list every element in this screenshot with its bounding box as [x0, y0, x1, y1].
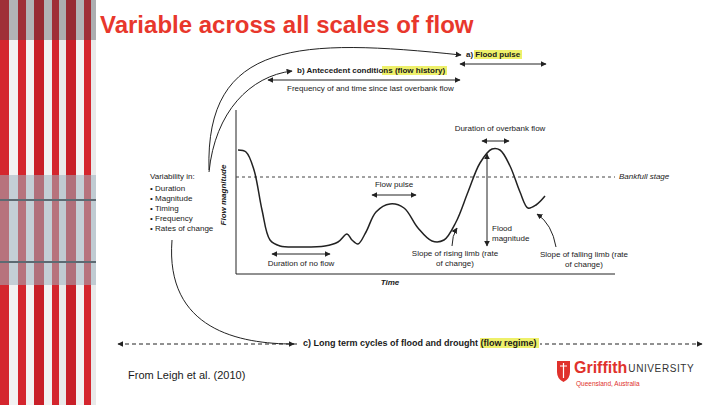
label-holder: • Rates of change	[150, 224, 213, 234]
note-label: Flood magnitude	[492, 224, 538, 243]
note-label: Frequency of and time since last overban…	[287, 84, 454, 94]
balcony-rail	[0, 261, 96, 263]
text-highlight	[480, 338, 539, 348]
extent-arrow	[272, 254, 330, 255]
label-holder: Time	[381, 278, 400, 288]
label-holder: Duration of no flow	[268, 259, 335, 269]
hydrograph	[238, 148, 545, 247]
bankfull-line	[236, 177, 615, 178]
list-item: • Duration	[150, 184, 185, 194]
label-holder: UNIVERSITY	[628, 363, 694, 375]
balcony-rail	[0, 199, 96, 201]
label-holder: Variability in:	[150, 172, 195, 182]
label-holder: a) Flood pulse	[466, 50, 520, 60]
extent-arrow	[460, 64, 546, 65]
label-holder: Bankfull stage	[619, 172, 669, 182]
label-holder: Slope of rising limb (rate of change)	[410, 249, 500, 268]
slide-title: Variable across all scales of flow	[100, 11, 474, 40]
logo-subtitle: Queensland, Australia	[576, 380, 640, 388]
scale-arc	[172, 240, 294, 344]
axis-title: Time	[381, 278, 400, 288]
glass-balcony	[0, 175, 96, 285]
list-item: • Frequency	[150, 214, 193, 224]
extent-arrow	[482, 141, 509, 142]
label-holder: Frequency of and time since last overban…	[287, 84, 454, 94]
scale-label: b) Antecedent conditions (flow history)	[297, 66, 445, 76]
extent-arrow	[268, 80, 460, 81]
logo-word: Griffith	[574, 358, 627, 377]
magnitude-arrow	[487, 154, 488, 246]
note-label: Flow pulse	[375, 180, 413, 190]
y-axis	[236, 110, 237, 274]
label-holder: • Timing	[150, 204, 179, 214]
photo-ground	[0, 0, 96, 405]
leader-arrow	[537, 214, 556, 247]
note-label: Slope of rising limb (rate of change)	[410, 249, 500, 268]
building-photo	[0, 0, 96, 405]
label-holder: Slope of falling limb (rate of change)	[538, 250, 630, 269]
label-holder: b) Antecedent conditions (flow history)	[297, 66, 445, 76]
label-holder: Flood magnitude	[492, 224, 538, 243]
crest-icon	[557, 361, 570, 382]
list-item: • Magnitude	[150, 194, 192, 204]
label-holder: c) Long term cycles of flood and drought…	[300, 338, 540, 349]
label-holder: Flow magnitude	[219, 165, 229, 226]
crest-mark	[560, 363, 567, 378]
scale-label: c) Long term cycles of flood and drought…	[300, 338, 540, 349]
label-holder: Flow pulse	[375, 180, 413, 190]
list-item: • Timing	[150, 204, 179, 214]
text-highlight	[474, 50, 522, 59]
label-holder: Queensland, Australia	[576, 380, 640, 388]
scale-label: a) Flood pulse	[466, 50, 520, 60]
leader-arrow	[452, 228, 457, 246]
label-holder: • Frequency	[150, 214, 193, 224]
note-label: Duration of no flow	[268, 259, 335, 269]
list-item: • Rates of change	[150, 224, 213, 234]
text-highlight	[382, 66, 447, 75]
extent-arrow	[372, 195, 416, 196]
line-label: Bankfull stage	[619, 172, 669, 182]
scale-arc	[209, 71, 292, 172]
source-note: From Leigh et al. (2010)	[128, 369, 245, 382]
label-holder: From Leigh et al. (2010)	[128, 369, 245, 382]
label-holder: • Duration	[150, 184, 185, 194]
list-heading: Variability in:	[150, 172, 195, 182]
note-label: Slope of falling limb (rate of change)	[538, 250, 630, 269]
label-holder: Griffith	[574, 358, 627, 377]
note-label: Duration of overbank flow	[455, 124, 546, 134]
label-holder: Duration of overbank flow	[455, 124, 546, 134]
x-axis	[236, 274, 615, 275]
label-holder: • Magnitude	[150, 194, 192, 204]
dark-glass	[0, 0, 96, 40]
axis-title: Flow magnitude	[219, 165, 229, 226]
logo-word: UNIVERSITY	[628, 363, 694, 375]
